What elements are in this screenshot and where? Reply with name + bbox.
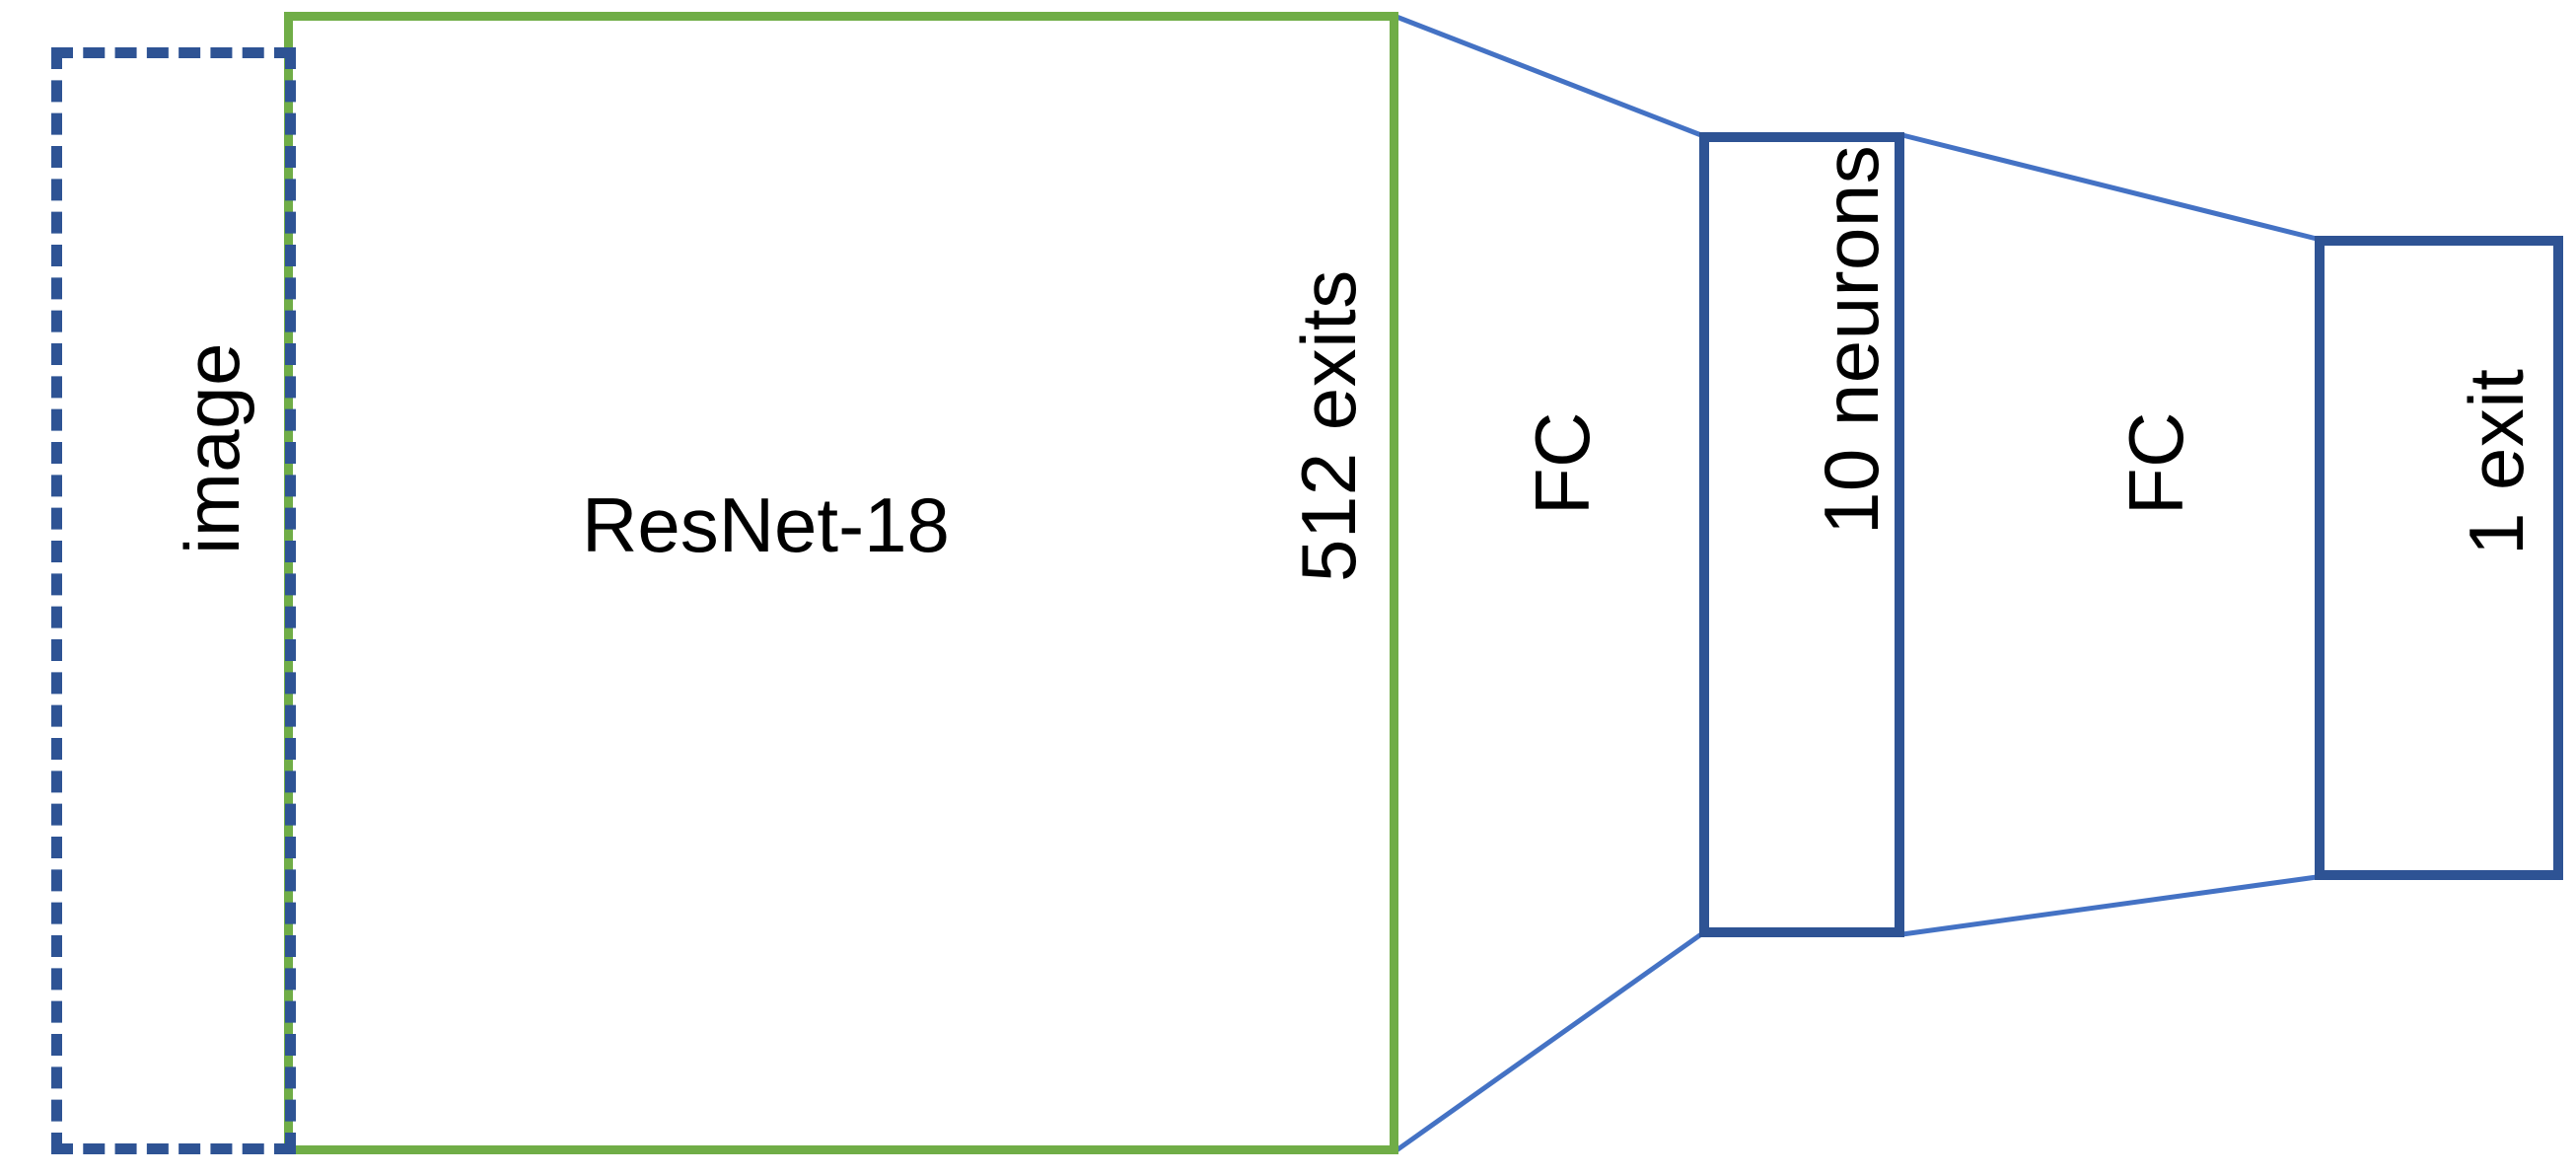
connector-hidden-to-output-top xyxy=(1901,132,2318,242)
block-hidden-layer[interactable] xyxy=(1699,132,1904,937)
block-backbone[interactable] xyxy=(284,12,1398,1154)
connector-hidden-to-output-bottom xyxy=(1901,874,2318,937)
block-output[interactable] xyxy=(2315,236,2563,880)
block-image[interactable] xyxy=(51,47,296,1154)
connector-backbone-to-hidden-top xyxy=(1395,14,1702,138)
block-backbone-label: ResNet-18 xyxy=(582,481,950,568)
connector-backbone-to-hidden-bottom xyxy=(1395,931,1703,1153)
